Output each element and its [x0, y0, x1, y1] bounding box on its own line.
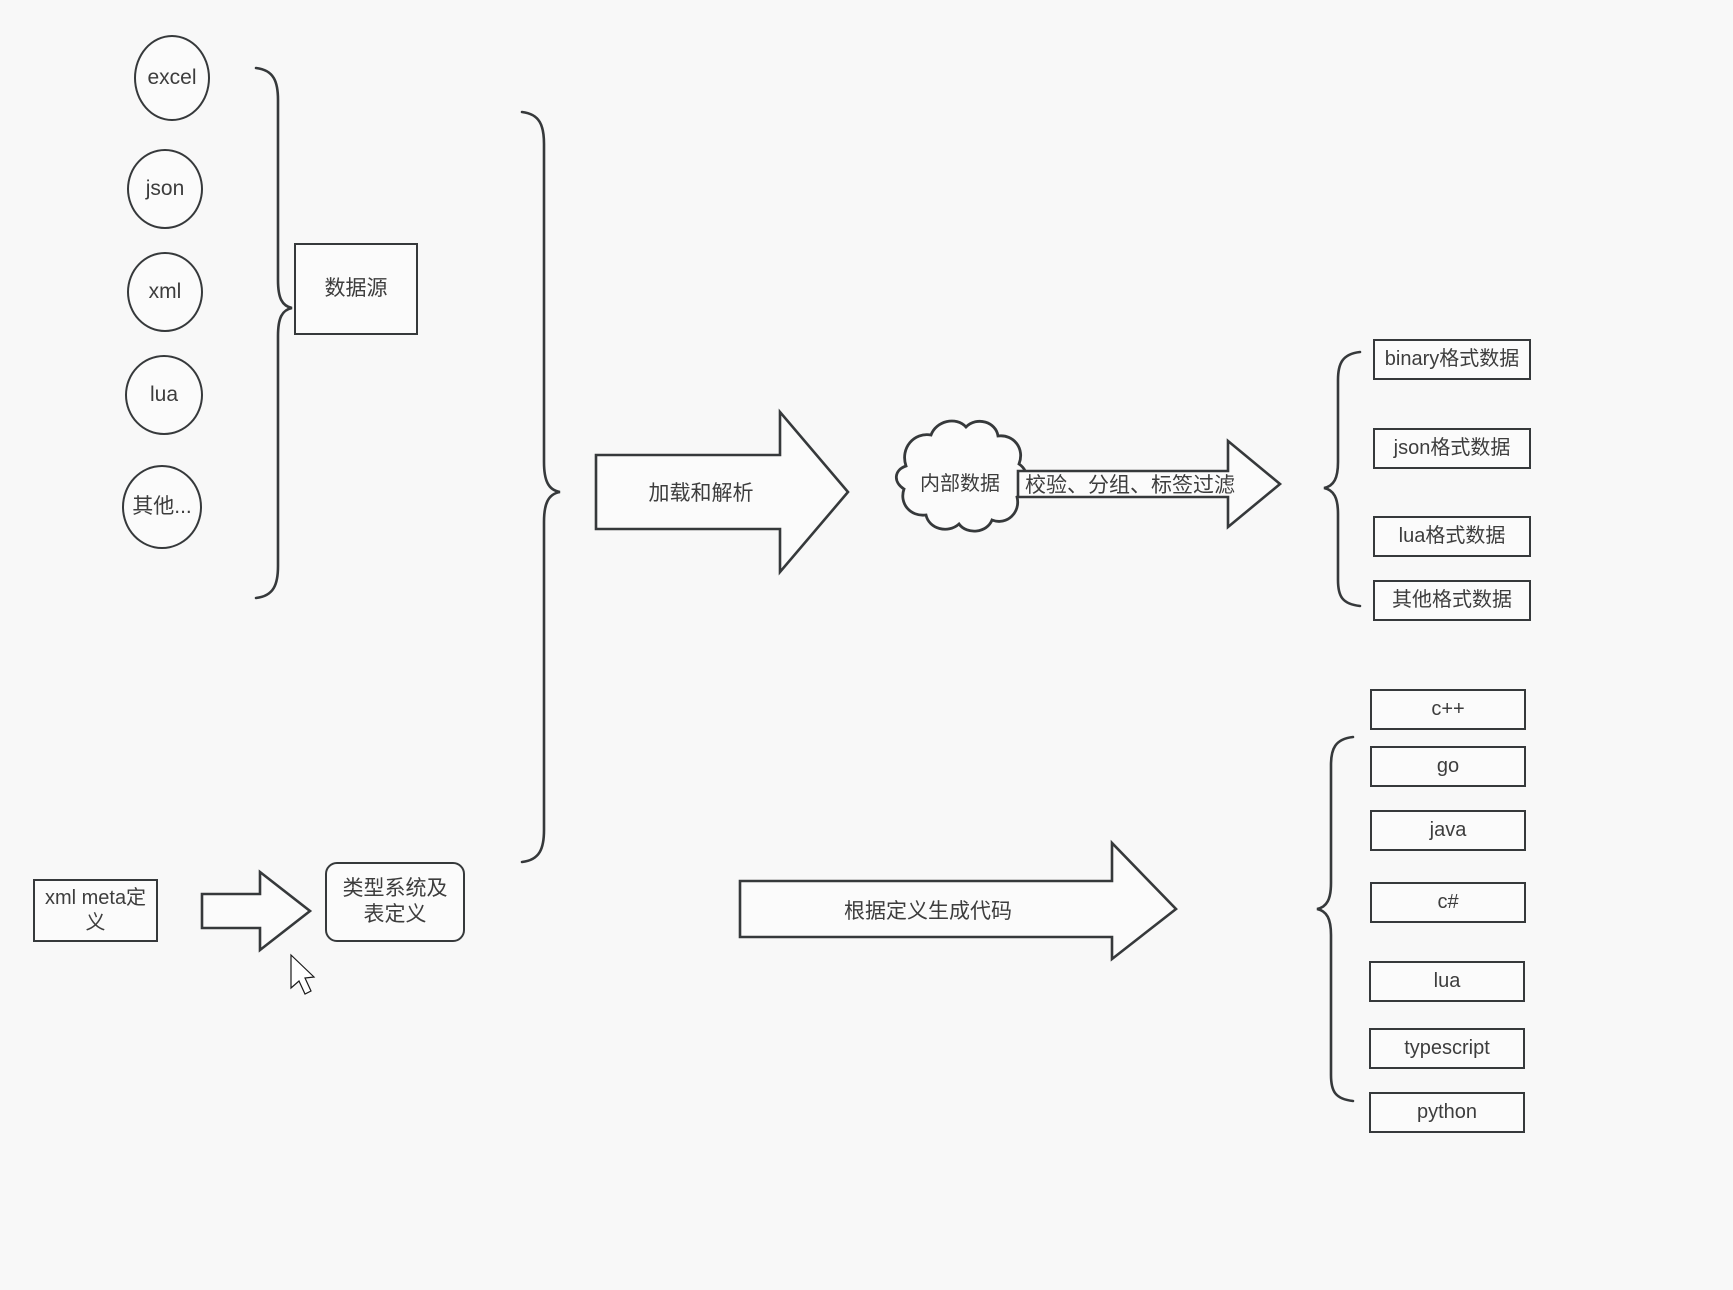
output-format-other[interactable]: 其他格式数据	[1373, 580, 1531, 621]
output-language-cpp[interactable]: c++	[1370, 689, 1526, 730]
source-node-excel[interactable]: excel	[134, 35, 210, 121]
source-node-other[interactable]: 其他...	[122, 465, 202, 549]
output-format-lua[interactable]: lua格式数据	[1373, 516, 1531, 557]
arrow-load-parse	[594, 408, 850, 576]
output-language-go[interactable]: go	[1370, 746, 1526, 787]
source-node-json[interactable]: json	[127, 149, 203, 229]
output-language-label: typescript	[1404, 1037, 1490, 1059]
output-format-label: json格式数据	[1393, 437, 1511, 459]
brace-language-outputs	[1316, 735, 1355, 1103]
brace-data-format-outputs	[1323, 350, 1362, 608]
output-language-label: lua	[1433, 970, 1461, 992]
data-source-box[interactable]: 数据源	[294, 243, 418, 335]
output-format-label: binary格式数据	[1384, 348, 1520, 370]
arrow-validate-group-filter	[1016, 438, 1283, 530]
output-language-label: c#	[1437, 891, 1459, 913]
output-language-python[interactable]: python	[1369, 1092, 1525, 1133]
output-language-label: python	[1416, 1101, 1478, 1123]
output-language-csharp[interactable]: c#	[1370, 882, 1526, 923]
output-language-label: go	[1436, 755, 1460, 777]
source-label: lua	[149, 382, 179, 406]
output-language-java[interactable]: java	[1370, 810, 1526, 851]
output-language-label: c++	[1431, 698, 1465, 720]
arrow-generate-code	[738, 839, 1178, 962]
output-language-lua[interactable]: lua	[1369, 961, 1525, 1002]
mouse-pointer-icon	[290, 953, 316, 995]
type-system-definition-box[interactable]: 类型系统及表定义	[325, 862, 465, 942]
brace-data-sources	[254, 66, 293, 600]
type-system-definition-label: 类型系统及表定义	[342, 876, 448, 926]
output-format-json[interactable]: json格式数据	[1373, 428, 1531, 469]
source-label: 其他...	[132, 494, 192, 518]
source-node-lua[interactable]: lua	[125, 355, 203, 435]
source-node-xml[interactable]: xml	[127, 252, 203, 332]
output-format-label: lua格式数据	[1398, 525, 1506, 547]
source-label: json	[145, 176, 185, 200]
source-label: excel	[147, 65, 197, 89]
output-format-binary[interactable]: binary格式数据	[1373, 339, 1531, 380]
xml-meta-definition-label: xml meta定义	[44, 886, 147, 934]
output-language-label: java	[1429, 819, 1467, 841]
source-label: xml	[148, 279, 182, 303]
arrow-compile	[200, 869, 313, 953]
data-source-label: 数据源	[324, 276, 388, 300]
output-format-label: 其他格式数据	[1392, 589, 1512, 611]
internal-data-label: 内部数据	[920, 472, 1000, 495]
brace-pipeline-input	[520, 110, 561, 864]
xml-meta-definition-box[interactable]: xml meta定义	[33, 879, 158, 942]
output-language-typescript[interactable]: typescript	[1369, 1028, 1525, 1069]
